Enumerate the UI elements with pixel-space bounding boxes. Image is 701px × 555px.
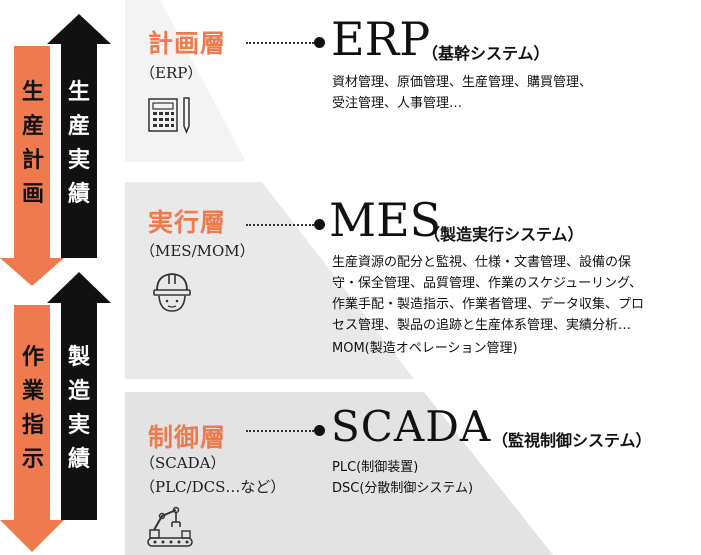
- results-top-char-2: 産: [67, 114, 90, 139]
- mes-detail-line-2: 守・保全管理、品質管理、作業のスケジューリング、: [332, 276, 643, 291]
- planning-arrow: [0, 46, 64, 286]
- mes-system-name: MES: [329, 193, 442, 247]
- robot-arm-icon: [147, 506, 193, 547]
- scada-system-name: SCADA: [331, 402, 492, 451]
- execute-leader-dot: [314, 219, 325, 230]
- calculator-document-icon: [148, 97, 190, 134]
- mom-detail: MOM(製造オペレーション管理): [332, 341, 518, 356]
- instructions-char-3: 指: [21, 413, 44, 438]
- plan-level-sub: （ERP）: [140, 64, 203, 82]
- planning-char-1: 生: [21, 80, 44, 105]
- pyramid-band-execute: [125, 182, 414, 379]
- plan-level-name: 計画層: [148, 29, 227, 58]
- control-level-name: 制御層: [148, 423, 227, 452]
- instructions-arrow: [0, 305, 64, 552]
- control-leader-dot: [314, 425, 325, 436]
- results-arrow-top: [47, 14, 111, 258]
- scada-detail-line-1: PLC(制御装置): [332, 460, 419, 475]
- control-leader-line: [246, 430, 314, 432]
- erp-detail-line-1: 資材管理、原価管理、生産管理、購買管理、: [332, 75, 593, 90]
- results-bottom-char-1: 製: [67, 345, 90, 370]
- planning-char-2: 産: [21, 114, 44, 139]
- instructions-char-2: 業: [21, 379, 44, 404]
- results-bottom-char-3: 実: [67, 413, 90, 438]
- erp-detail: 資材管理、原価管理、生産管理、購買管理、 受注管理、人事管理…: [332, 72, 592, 114]
- results-top-char-3: 実: [67, 148, 90, 173]
- mes-detail: 生産資源の配分と監視、仕様・文書管理、設備の保 守・保全管理、品質管理、作業のス…: [332, 252, 644, 336]
- results-top-label: 生 産 実 績: [66, 82, 92, 218]
- results-top-char-1: 生: [67, 80, 90, 105]
- planning-arrow-label: 生 産 計 画: [20, 82, 46, 218]
- plan-leader-line: [246, 42, 314, 44]
- mes-detail-line-3: 作業手配・製造指示、作業者管理、データ収集、プロ: [332, 297, 645, 312]
- results-arrow-bottom: [47, 272, 111, 520]
- erp-detail-line-2: 受注管理、人事管理…: [332, 96, 463, 111]
- execute-level-name: 実行層: [148, 208, 227, 237]
- mes-system-desc: （製造実行システム）: [424, 225, 584, 244]
- control-level-sub: （SCADA）: [140, 454, 226, 472]
- scada-detail: PLC(制御装置) DSC(分散制御システム): [332, 457, 473, 499]
- pyramid-band-control: [125, 392, 553, 555]
- results-bottom-label: 製 造 実 績: [66, 347, 92, 483]
- instructions-char-1: 作: [21, 345, 44, 370]
- instructions-char-4: 示: [21, 447, 44, 472]
- results-bottom-char-4: 績: [67, 447, 90, 472]
- results-bottom-char-2: 造: [67, 379, 90, 404]
- plan-leader-dot: [314, 37, 325, 48]
- execute-level-sub: （MES/MOM）: [140, 242, 255, 260]
- erp-system-desc: （基幹システム）: [422, 44, 550, 63]
- erp-system-name: ERP: [331, 12, 431, 66]
- execute-leader-line: [246, 224, 314, 226]
- planning-char-3: 計: [21, 148, 44, 173]
- hard-hat-icon: [153, 273, 191, 312]
- planning-char-4: 画: [21, 182, 44, 207]
- instructions-arrow-label: 作 業 指 示: [20, 347, 46, 483]
- mes-detail-line-1: 生産資源の配分と監視、仕様・文書管理、設備の保: [332, 255, 632, 270]
- mes-detail-line-4: セス管理、製品の追跡と生産体系管理、実績分析…: [332, 318, 632, 333]
- results-top-char-4: 績: [67, 182, 90, 207]
- scada-system-desc: （監視制御システム）: [492, 431, 652, 450]
- scada-detail-line-2: DSC(分散制御システム): [332, 481, 474, 496]
- control-level-sub-2: （PLC/DCS…など）: [140, 478, 286, 496]
- pyramid-band-plan: [125, 0, 246, 162]
